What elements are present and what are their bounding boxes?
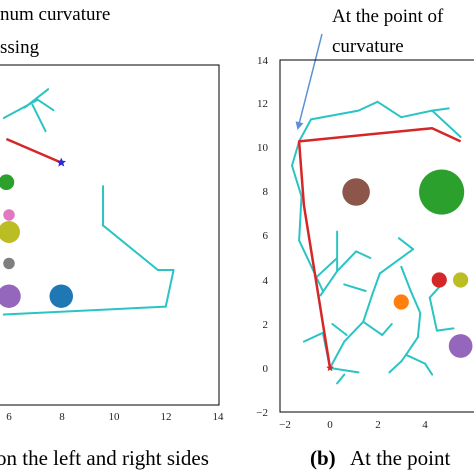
right-tree-edge xyxy=(291,164,303,198)
right-tree-edge xyxy=(381,323,393,336)
right-tree-edge xyxy=(329,340,346,369)
right-x-tick-label: 4 xyxy=(422,419,428,431)
right-annotation-line1: At the point of xyxy=(332,6,444,27)
right-caption-text: At the point xyxy=(350,446,450,470)
left-x-tick-label: 10 xyxy=(109,411,121,423)
right-tree-edge xyxy=(291,140,301,167)
right-tree-edge xyxy=(388,360,403,374)
right-tree-edge xyxy=(362,320,384,336)
right-caption-label: (b) xyxy=(310,446,336,470)
right-start-marker xyxy=(326,364,334,372)
right-obstacle xyxy=(448,334,473,358)
right-panel: At the point of curvature 14 12 10 8 6 4… xyxy=(256,6,474,470)
right-tree-edge xyxy=(319,270,339,297)
right-tree-edge xyxy=(336,250,358,273)
left-obstacle xyxy=(0,221,20,243)
left-panel: num curvature ssing 6 8 10 12 14 on the … xyxy=(0,4,224,470)
left-annotation-line1: num curvature xyxy=(0,4,110,25)
left-obstacle xyxy=(3,257,15,270)
right-annotation-line2: curvature xyxy=(332,36,404,57)
left-path-line xyxy=(5,137,62,164)
right-tree-edge xyxy=(362,292,374,323)
right-tree-edge xyxy=(405,353,426,365)
right-plot-frame xyxy=(279,59,474,413)
right-tree-edge xyxy=(431,107,450,112)
right-tree-edge xyxy=(336,373,346,385)
right-obstacle xyxy=(431,272,447,288)
right-tree-edge xyxy=(378,248,415,275)
right-path-line xyxy=(297,126,462,369)
right-obstacle xyxy=(342,178,370,206)
right-tree-edge xyxy=(405,336,419,356)
right-tree-edge xyxy=(431,109,462,138)
right-tree-edge xyxy=(376,100,403,119)
right-tree-edge xyxy=(355,250,372,259)
left-tree-edge xyxy=(2,305,167,316)
left-plot-frame xyxy=(0,64,220,406)
right-plot-area xyxy=(291,100,473,385)
right-x-tick-label: 0 xyxy=(327,419,333,431)
right-y-tick-label: 8 xyxy=(263,186,269,198)
left-tree-edge xyxy=(164,269,175,308)
left-tree-edge xyxy=(31,103,47,133)
right-tree-edge xyxy=(397,237,415,251)
right-y-tick-label: 12 xyxy=(257,98,268,110)
right-tree-edge xyxy=(310,109,360,121)
right-y-axis-ticks: 14 12 10 8 6 4 2 0 −2 xyxy=(256,55,268,419)
right-tree-edge xyxy=(357,100,379,112)
right-y-tick-label: 2 xyxy=(263,319,269,331)
right-tree-edge xyxy=(298,118,312,143)
right-x-tick-label: 2 xyxy=(375,419,381,431)
left-tree-edge xyxy=(102,224,159,271)
right-tree-edge xyxy=(343,320,365,343)
right-y-tick-label: 14 xyxy=(257,55,269,67)
right-tree-edge xyxy=(416,312,422,339)
left-x-tick-label: 6 xyxy=(6,411,12,423)
right-tree-edge xyxy=(343,283,367,292)
left-plot-area xyxy=(0,88,175,316)
left-x-tick-labels: 6 8 10 12 14 xyxy=(6,411,224,423)
left-tree-edge xyxy=(36,98,55,112)
right-tree-edge xyxy=(424,362,434,376)
right-tree-edge xyxy=(314,257,339,279)
right-x-tick-label: −2 xyxy=(279,419,291,431)
left-goal-marker xyxy=(56,157,66,167)
right-tree-edge xyxy=(298,195,303,242)
left-obstacle xyxy=(0,174,15,191)
right-tree-edge xyxy=(298,239,324,292)
left-caption: on the left and right sides xyxy=(0,446,209,470)
left-annotation-line2: ssing xyxy=(0,37,40,58)
annotation-arrow xyxy=(295,33,323,130)
right-tree-edge xyxy=(331,323,348,336)
right-tree-edge xyxy=(329,367,360,374)
right-y-tick-label: 6 xyxy=(263,230,269,242)
right-tree-edge xyxy=(400,109,434,119)
right-obstacle xyxy=(393,294,409,310)
left-obstacle xyxy=(3,209,15,221)
left-obstacle xyxy=(49,284,74,308)
right-y-tick-label: 0 xyxy=(263,363,269,375)
right-tree-edge xyxy=(435,327,455,332)
left-x-tick-label: 8 xyxy=(59,411,65,423)
right-y-tick-label: −2 xyxy=(256,407,268,419)
left-x-tick-label: 14 xyxy=(213,411,225,423)
right-tree-edge xyxy=(409,290,422,314)
right-tree-edge xyxy=(428,296,438,332)
right-tree-edge xyxy=(302,331,324,343)
right-y-tick-label: 10 xyxy=(257,142,269,154)
right-tree-edge xyxy=(400,265,412,292)
left-obstacle xyxy=(0,284,21,308)
right-tree-edge xyxy=(400,353,407,363)
left-tree-edge xyxy=(23,88,50,109)
right-obstacle xyxy=(419,169,465,215)
right-obstacle xyxy=(453,272,469,288)
right-y-tick-label: 4 xyxy=(263,275,269,287)
right-x-axis-ticks: −2 0 2 4 xyxy=(279,419,428,431)
left-x-tick-label: 12 xyxy=(161,411,172,423)
right-tree-edge xyxy=(371,272,381,295)
